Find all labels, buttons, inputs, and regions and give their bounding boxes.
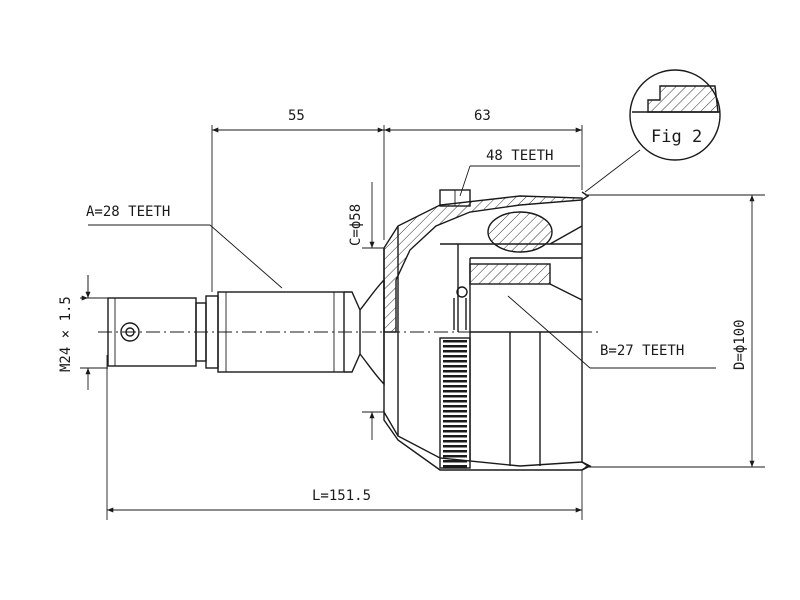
leader-lines: [88, 165, 716, 369]
dim-total-length: L=151.5: [312, 488, 371, 504]
tone-ring-tooth: [443, 465, 467, 468]
tone-ring-tooth: [443, 350, 467, 353]
inner-race: [440, 211, 583, 332]
extension-lines: [80, 125, 765, 520]
tone-ring-tooth: [443, 405, 467, 408]
tone-ring-tooth: [443, 400, 467, 403]
fig-2-label: Fig 2: [651, 127, 702, 147]
tone-ring-tooth: [443, 365, 467, 368]
tone-ring-tooth: [443, 345, 467, 348]
tone-ring-tooth: [443, 380, 467, 383]
tone-ring-tooth: [443, 395, 467, 398]
tone-ring-tooth: [443, 435, 467, 438]
dim-thread: M24 × 1.5: [58, 296, 74, 372]
tone-ring-tooth: [443, 340, 467, 343]
tone-ring-tooth: [443, 450, 467, 453]
dim-outer-diameter: D=ϕ100: [732, 319, 748, 370]
tone-ring-tooth: [443, 455, 467, 458]
tone-ring-tooth: [443, 430, 467, 433]
tone-ring-tooth: [443, 390, 467, 393]
tone-ring-tooth: [443, 440, 467, 443]
tone-ring-tooth: [443, 360, 467, 363]
threaded-stub: [107, 295, 219, 369]
outer-housing: [383, 189, 592, 471]
dim-shaft-length: 55: [288, 108, 305, 124]
tone-ring-tooth: [443, 445, 467, 448]
fig-2-detail: Fig 2: [584, 69, 721, 193]
dimension-lines: [85, 127, 755, 513]
tone-ring-tooth: [443, 460, 467, 463]
tone-ring-tooth: [443, 375, 467, 378]
tone-ring-tooth: [443, 385, 467, 388]
tone-ring-tooth: [443, 425, 467, 428]
tone-ring-tooth: [443, 410, 467, 413]
callout-b-teeth: B=27 TEETH: [600, 343, 684, 359]
dim-neck-diameter: C=ϕ58: [348, 204, 364, 246]
tone-ring-tooth: [443, 415, 467, 418]
dim-housing-length: 63: [474, 108, 491, 124]
callout-a-teeth: A=28 TEETH: [86, 204, 170, 220]
abs-tone-ring: [439, 337, 471, 469]
tone-ring-tooth: [443, 355, 467, 358]
tone-ring-tooth: [443, 370, 467, 373]
callout-abs-teeth: 48 TEETH: [486, 148, 553, 164]
tone-ring-tooth: [443, 420, 467, 423]
outer-race-body: [469, 331, 582, 466]
